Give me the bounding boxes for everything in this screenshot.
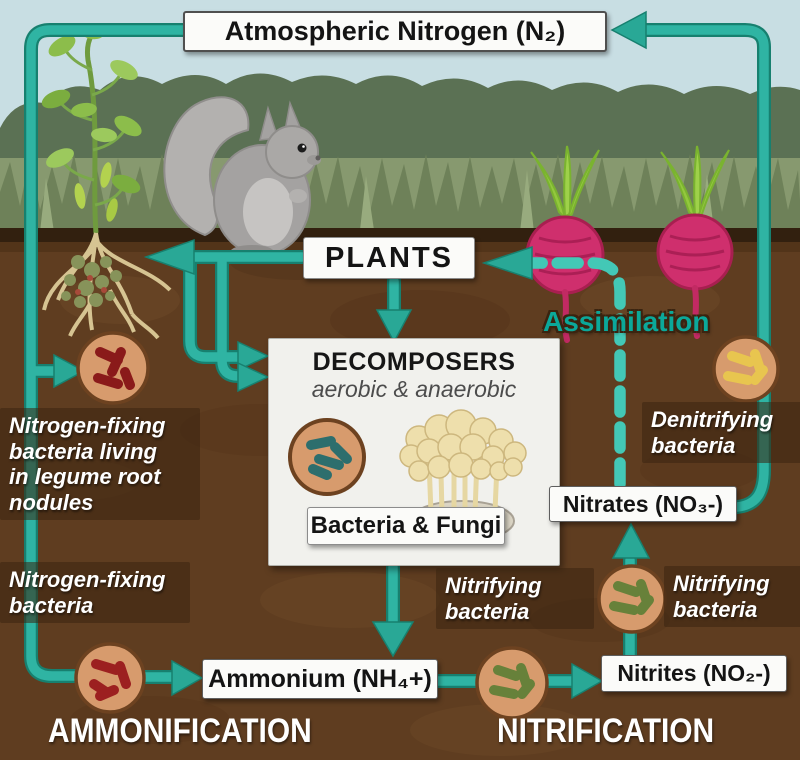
nitrifying-bacteria-circle-1 bbox=[475, 646, 549, 720]
cycle-arrows bbox=[24, 10, 771, 700]
squirrel-illustration bbox=[163, 96, 321, 259]
plants-box: PLANTS bbox=[303, 237, 475, 279]
nitrites-box: Nitrites (NO₂-) bbox=[601, 655, 787, 692]
decomposer-bacteria-circle bbox=[288, 418, 366, 496]
decomposers-box: DECOMPOSERS aerobic & anaerobic bbox=[268, 338, 560, 566]
ammonium-box: Ammonium (NH₄+) bbox=[202, 659, 438, 699]
decomposers-subtitle: aerobic & anaerobic bbox=[311, 376, 517, 402]
radish-illustration-2 bbox=[656, 145, 734, 339]
decomposers-title: DECOMPOSERS bbox=[312, 348, 516, 376]
plant-roots-illustration bbox=[42, 232, 172, 340]
nitrogen-fixing-bacteria-label: Nitrogen-fixing bacteria bbox=[0, 562, 190, 624]
ammonification-label: AMMONIFICATION bbox=[48, 712, 312, 750]
nitrifying-bacteria-label-left: Nitrifying bacteria bbox=[436, 568, 594, 630]
denitrifying-bacteria-circle bbox=[712, 335, 780, 403]
assimilation-dashed-arrow bbox=[481, 245, 626, 490]
bacteria-fungi-caption: Bacteria & Fungi bbox=[307, 507, 505, 545]
assimilation-label: Assimilation bbox=[543, 306, 710, 337]
denitrifying-bacteria-label: Denitrifying bacteria bbox=[642, 402, 800, 464]
nitrifying-bacteria-label-right: Nitrifying bacteria bbox=[664, 566, 800, 628]
atmospheric-nitrogen-box: Atmospheric Nitrogen (N₂) bbox=[183, 11, 607, 52]
nodule-bacteria-label: Nitrogen-fixing bacteria living in legum… bbox=[0, 408, 200, 521]
decomposers-illustration bbox=[288, 409, 527, 542]
nitrates-box: Nitrates (NO₃-) bbox=[549, 486, 737, 522]
nitrifying-bacteria-circle-2 bbox=[597, 564, 667, 634]
nitrification-label: NITRIFICATION bbox=[497, 712, 715, 750]
nitrogen-fixing-bacteria-circle bbox=[74, 642, 146, 714]
nodule-bacteria-circle bbox=[76, 331, 150, 405]
